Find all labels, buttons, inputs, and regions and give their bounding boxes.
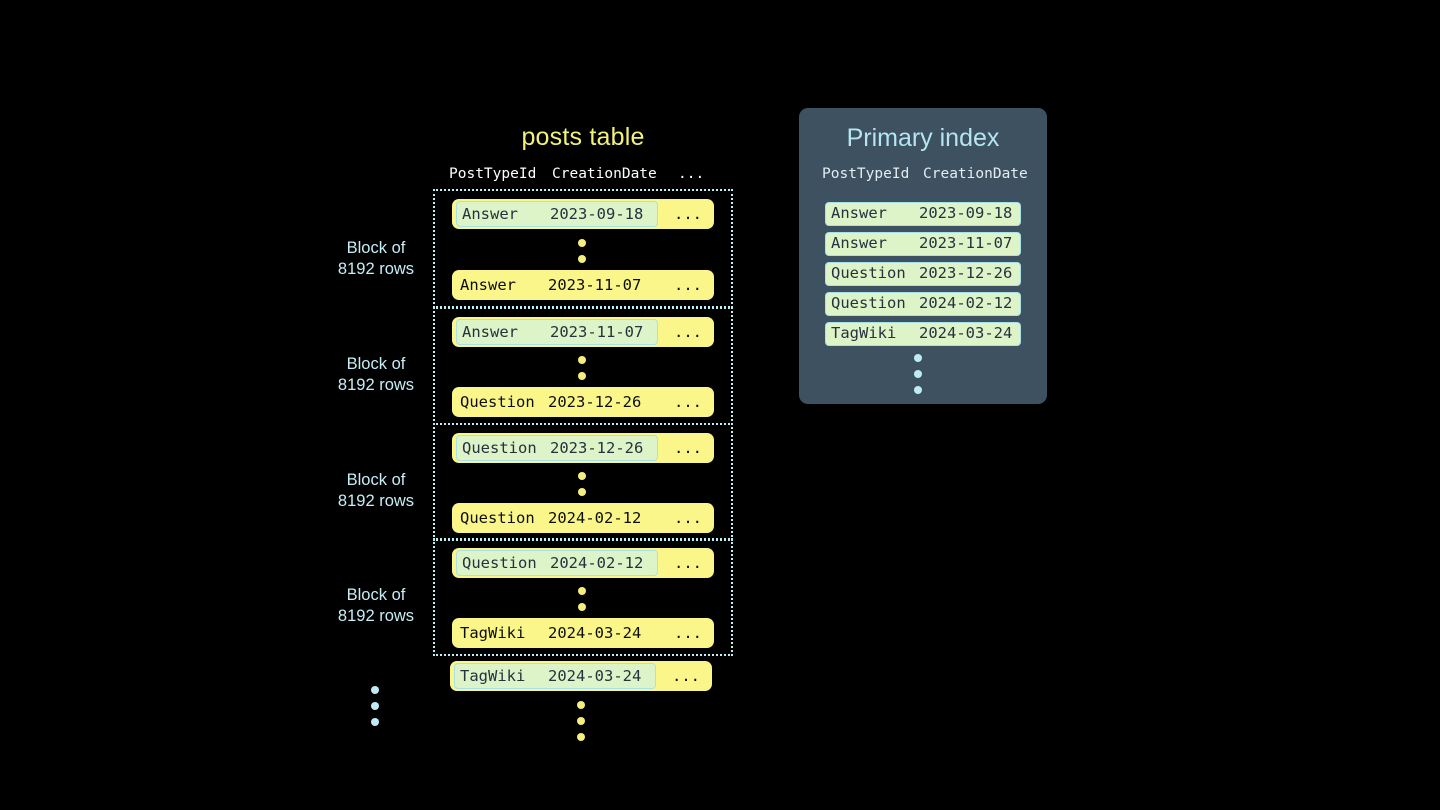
index-column-header-creationdate: CreationDate <box>923 166 1028 182</box>
row-cell-creationdate: 2023-09-18 <box>550 205 644 223</box>
table-row[interactable]: Answer 2023-11-07 ... <box>452 270 714 300</box>
row-cell-creationdate: 2024-02-12 <box>550 554 644 572</box>
table-row[interactable]: Answer 2023-11-07 ... <box>452 317 714 347</box>
row-cell-creationdate: 2024-03-24 <box>548 667 642 685</box>
row-cell-ellipsis: ... <box>672 667 700 685</box>
row-cell-ellipsis: ... <box>674 439 702 457</box>
row-cell-posttypeid: Question <box>462 439 537 457</box>
primary-index-title: Primary index <box>846 124 1000 152</box>
row-cell-posttypeid: Question <box>460 393 535 411</box>
posts-column-header-posttypeid: PostTypeId <box>449 166 537 182</box>
index-cell-posttypeid: Answer <box>831 204 887 222</box>
table-block-2: Answer 2023-11-07 ... Question 2023-12-2… <box>433 307 733 425</box>
index-column-header-posttypeid: PostTypeId <box>822 166 910 182</box>
table-row[interactable]: Question 2024-02-12 ... <box>452 548 714 578</box>
block-label-1: Block of 8192 rows <box>301 238 451 280</box>
posts-column-header-ellipsis: ... <box>678 166 705 182</box>
row-cell-posttypeid: Answer <box>460 276 516 294</box>
row-cell-ellipsis: ... <box>674 624 702 642</box>
block-label-line1: Block of <box>346 471 406 489</box>
posts-table-ellipsis-vertical <box>577 701 587 749</box>
index-cell-creationdate: 2023-09-18 <box>919 204 1013 222</box>
primary-index-ellipsis-vertical <box>914 354 924 402</box>
posts-table-title: posts table <box>521 123 645 151</box>
index-cell-creationdate: 2023-11-07 <box>919 234 1013 252</box>
row-highlight-box <box>456 550 658 576</box>
table-row[interactable]: Answer 2023-09-18 ... <box>452 199 714 229</box>
table-block-3: Question 2023-12-26 ... Question 2024-02… <box>433 423 733 541</box>
index-cell-creationdate: 2024-02-12 <box>919 294 1013 312</box>
index-row[interactable]: Answer 2023-09-18 <box>825 202 1021 226</box>
row-cell-ellipsis: ... <box>674 205 702 223</box>
index-cell-posttypeid: Question <box>831 294 906 312</box>
block-label-3: Block of 8192 rows <box>301 470 451 512</box>
row-cell-creationdate: 2024-03-24 <box>548 624 642 642</box>
row-cell-ellipsis: ... <box>674 276 702 294</box>
row-cell-creationdate: 2024-02-12 <box>548 509 642 527</box>
row-cell-creationdate: 2023-12-26 <box>550 439 644 457</box>
posts-table-column-headers: PostTypeId CreationDate ... <box>433 166 733 186</box>
table-row[interactable]: TagWiki 2024-03-24 ... <box>452 618 714 648</box>
index-row[interactable]: TagWiki 2024-03-24 <box>825 322 1021 346</box>
row-cell-ellipsis: ... <box>674 393 702 411</box>
row-highlight-box <box>456 201 658 227</box>
index-cell-creationdate: 2024-03-24 <box>919 324 1013 342</box>
row-cell-ellipsis: ... <box>674 554 702 572</box>
block-label-line2: 8192 rows <box>337 607 415 625</box>
block-label-line1: Block of <box>346 239 406 257</box>
row-cell-ellipsis: ... <box>674 509 702 527</box>
table-row[interactable]: Question 2023-12-26 ... <box>452 387 714 417</box>
block-label-line2: 8192 rows <box>337 260 415 278</box>
index-row[interactable]: Question 2023-12-26 <box>825 262 1021 286</box>
row-highlight-box <box>456 435 658 461</box>
primary-index-column-headers: PostTypeId CreationDate <box>799 166 1047 186</box>
block-label-line2: 8192 rows <box>337 492 415 510</box>
table-row[interactable]: Question 2024-02-12 ... <box>452 503 714 533</box>
block-label-line1: Block of <box>346 355 406 373</box>
index-cell-posttypeid: TagWiki <box>831 324 897 342</box>
row-cell-posttypeid: Answer <box>462 323 518 341</box>
primary-index-panel: Primary index PostTypeId CreationDate An… <box>799 108 1047 404</box>
block-label-line1: Block of <box>346 586 406 604</box>
row-cell-ellipsis: ... <box>674 323 702 341</box>
row-highlight-box <box>456 319 658 345</box>
table-block-4: Question 2024-02-12 ... TagWiki 2024-03-… <box>433 538 733 656</box>
index-cell-creationdate: 2023-12-26 <box>919 264 1013 282</box>
block-label-2: Block of 8192 rows <box>301 354 451 396</box>
index-cell-posttypeid: Answer <box>831 234 887 252</box>
row-cell-posttypeid: Answer <box>462 205 518 223</box>
row-cell-posttypeid: Question <box>460 509 535 527</box>
table-row[interactable]: Question 2023-12-26 ... <box>452 433 714 463</box>
table-block-1: Answer 2023-09-18 ... Answer 2023-11-07 … <box>433 189 733 308</box>
block-label-4: Block of 8192 rows <box>301 585 451 627</box>
row-cell-posttypeid: TagWiki <box>460 667 526 685</box>
index-row[interactable]: Answer 2023-11-07 <box>825 232 1021 256</box>
index-cell-posttypeid: Question <box>831 264 906 282</box>
row-cell-posttypeid: TagWiki <box>460 624 526 642</box>
table-row[interactable]: TagWiki 2024-03-24 ... <box>450 661 712 691</box>
row-cell-creationdate: 2023-11-07 <box>548 276 642 294</box>
row-cell-creationdate: 2023-11-07 <box>550 323 644 341</box>
posts-column-header-creationdate: CreationDate <box>552 166 657 182</box>
index-row[interactable]: Question 2024-02-12 <box>825 292 1021 316</box>
row-cell-posttypeid: Question <box>462 554 537 572</box>
row-cell-creationdate: 2023-12-26 <box>548 393 642 411</box>
block-label-line2: 8192 rows <box>337 376 415 394</box>
row-highlight-box <box>454 663 656 689</box>
blocks-ellipsis-vertical <box>371 686 381 734</box>
